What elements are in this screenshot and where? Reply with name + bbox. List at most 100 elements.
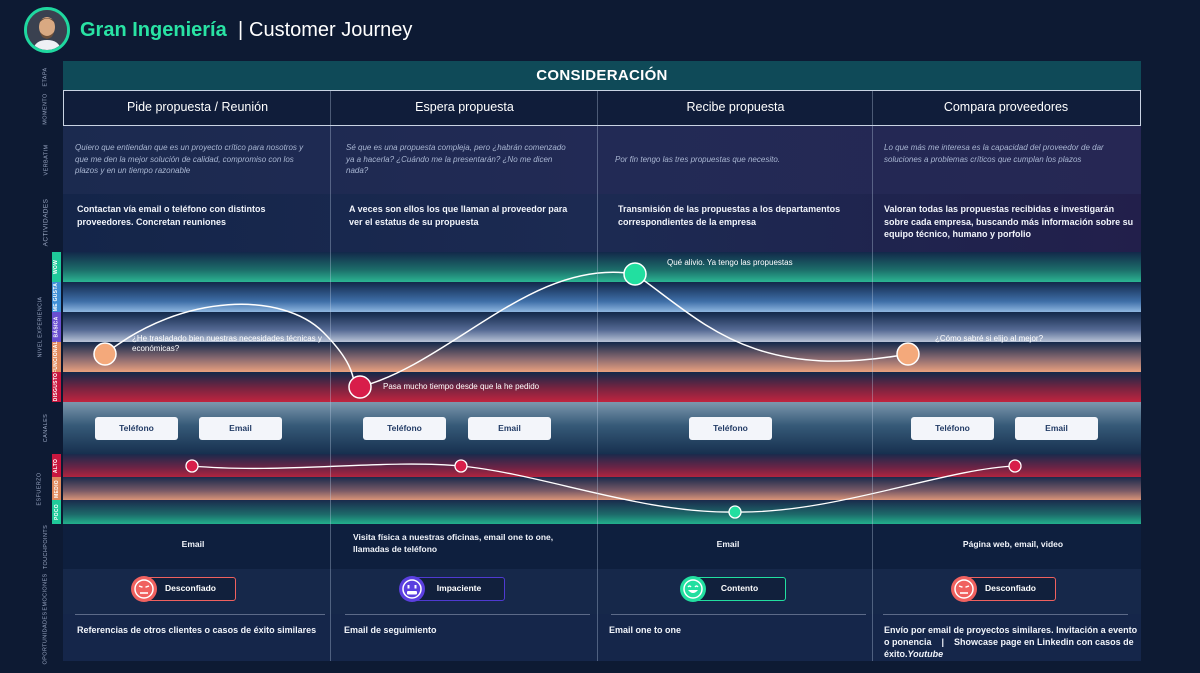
effort-band-poco bbox=[63, 500, 1141, 524]
opportunity-text: Email de seguimiento bbox=[344, 625, 437, 635]
column-divider bbox=[872, 90, 873, 661]
effort-point bbox=[454, 459, 468, 473]
divider bbox=[75, 614, 325, 615]
effort-point bbox=[1008, 459, 1022, 473]
emotion-badge: Contento bbox=[693, 577, 786, 601]
band-basica bbox=[63, 312, 1141, 342]
activity-text: Contactan vía email o teléfono con disti… bbox=[77, 204, 266, 227]
verbatim-quote: Sé que es una propuesta compleja, pero ¿… bbox=[346, 143, 566, 175]
level-wow: WOW bbox=[52, 252, 61, 282]
channel-chip[interactable]: Email bbox=[468, 417, 551, 440]
verbatim-quote: Quiero que entiendan que es un proyecto … bbox=[75, 143, 304, 175]
emotion-badge: Desconfiado bbox=[145, 577, 236, 601]
experience-point bbox=[896, 342, 920, 366]
side-label-momento: MOMENTO bbox=[43, 93, 50, 125]
effort-line bbox=[191, 463, 1016, 513]
emotion-badge: Impaciente bbox=[413, 577, 505, 601]
emotions-row: Desconfiado Impaciente Contento Desconfi… bbox=[63, 569, 1141, 614]
avatar bbox=[24, 7, 70, 53]
band-funcional bbox=[63, 342, 1141, 372]
brand-title: Gran Ingeniería bbox=[80, 19, 227, 41]
journey-panel: CONSIDERACIÓN Pide propuesta / Reunión E… bbox=[63, 61, 1141, 661]
level-funcional: FUNCIONAL bbox=[52, 340, 61, 374]
person-icon bbox=[27, 10, 67, 50]
band-disgusto bbox=[63, 372, 1141, 402]
channel-chip[interactable]: Teléfono bbox=[689, 417, 772, 440]
distrust-face-icon bbox=[131, 576, 157, 602]
channel-chip[interactable]: Teléfono bbox=[911, 417, 994, 440]
side-label-touchpoints: TOUCHPOINTS bbox=[43, 524, 49, 569]
band-me-gusta bbox=[63, 282, 1141, 312]
column-divider bbox=[330, 90, 331, 661]
channel-chip[interactable]: Email bbox=[1015, 417, 1098, 440]
happy-face-icon bbox=[680, 576, 706, 602]
divider bbox=[883, 614, 1128, 615]
activity-text: Transmisión de las propuestas a los depa… bbox=[618, 204, 841, 227]
stage-title: CONSIDERACIÓN bbox=[63, 61, 1141, 90]
effort-curve bbox=[185, 459, 1022, 519]
level-disgusto: DISGUSTO bbox=[52, 372, 61, 402]
verbatim-quote: Lo que más me interesa es la capacidad d… bbox=[884, 143, 1104, 164]
activity-text: A veces son ellos los que llaman al prov… bbox=[349, 204, 568, 227]
title-separator: | bbox=[238, 19, 244, 41]
opportunity-text: Envío por email de proyectos similares. … bbox=[884, 625, 1140, 659]
experience-chart: ¿He trasladado bien nuestras necesidades… bbox=[63, 252, 1141, 402]
experience-point bbox=[348, 375, 372, 399]
level-basica: BÁSICA bbox=[52, 312, 61, 342]
phase-title: Recibe propuesta bbox=[686, 100, 785, 114]
side-label-emociones: EMOCIONES bbox=[43, 572, 49, 611]
touchpoint-text: Email bbox=[716, 539, 740, 549]
activities-row: Contactan vía email o teléfono con disti… bbox=[63, 194, 1141, 252]
divider bbox=[345, 614, 590, 615]
opportunity-text: Referencias de otros clientes o casos de… bbox=[77, 625, 317, 635]
phase-title: Compara proveedores bbox=[943, 100, 1069, 114]
side-label-esfuerzo: ESFUERZO bbox=[37, 472, 43, 506]
opportunity-text: Email one to one bbox=[609, 625, 682, 635]
band-wow bbox=[63, 252, 1141, 282]
phase-row: Pide propuesta / Reunión Espera propuest… bbox=[63, 90, 1141, 126]
experience-note: Qué alivio. Ya tengo las propuestas bbox=[667, 258, 793, 267]
divider bbox=[611, 614, 866, 615]
side-label-verbatim: VERBATIM bbox=[43, 144, 50, 176]
channels-row: Teléfono Email Teléfono Email Teléfono T… bbox=[63, 402, 1141, 454]
page-subtitle: Customer Journey bbox=[249, 19, 413, 41]
experience-curve bbox=[93, 262, 920, 399]
touchpoint-text: Página web, email, video bbox=[962, 539, 1064, 549]
experience-line bbox=[104, 271, 909, 388]
column-divider bbox=[597, 90, 598, 661]
activity-text: Valoran todas las propuestas recibidas e… bbox=[884, 204, 1134, 239]
distrust-face-icon bbox=[951, 576, 977, 602]
side-label-actividades: ACTIVIDADES bbox=[42, 198, 50, 246]
verbatim-quote: Por fin tengo las tres propuestas que ne… bbox=[615, 155, 780, 164]
verbatim-row: Quiero que entiendan que es un proyecto … bbox=[63, 126, 1141, 194]
side-label-canales: CANALES bbox=[43, 413, 50, 443]
experience-point bbox=[93, 342, 117, 366]
header: Gran Ingeniería | Customer Journey bbox=[0, 0, 1200, 62]
impatient-face-icon bbox=[399, 576, 425, 602]
side-label-etapa: ETAPA bbox=[43, 66, 49, 87]
channel-chip[interactable]: Email bbox=[199, 417, 282, 440]
experience-note: ¿Cómo sabré si elijo al mejor? bbox=[935, 334, 1044, 343]
experience-note: Pasa mucho tiempo desde que la he pedido bbox=[383, 382, 540, 391]
channel-chip[interactable]: Teléfono bbox=[95, 417, 178, 440]
effort-point bbox=[728, 505, 742, 519]
effort-poco: POCO bbox=[52, 500, 61, 524]
touchpoint-text: Visita física a nuestras oficinas, email… bbox=[353, 532, 554, 554]
effort-alto: ALTO bbox=[52, 454, 61, 477]
touchpoints-row: Email Visita física a nuestras oficinas,… bbox=[63, 524, 1141, 569]
side-label-nivel-experiencia: NIVEL EXPERIENCIA bbox=[37, 296, 44, 358]
emotion-badge: Desconfiado bbox=[965, 577, 1056, 601]
effort-point bbox=[185, 459, 199, 473]
effort-band-alto bbox=[63, 454, 1141, 477]
experience-note: ¿He trasladado bien nuestras necesidades… bbox=[132, 334, 322, 353]
touchpoint-text: Email bbox=[181, 539, 205, 549]
opportunities-row: Referencias de otros clientes o casos de… bbox=[63, 614, 1141, 661]
side-label-oportunidades: OPORTUNIDADES bbox=[43, 610, 50, 665]
effort-chart bbox=[63, 454, 1141, 524]
phase-title: Espera propuesta bbox=[415, 100, 514, 114]
channel-chip[interactable]: Teléfono bbox=[363, 417, 446, 440]
level-me-gusta: ME GUSTA bbox=[52, 282, 61, 312]
experience-point bbox=[623, 262, 647, 286]
effort-medio: MEDIO bbox=[52, 477, 61, 500]
phase-title: Pide propuesta / Reunión bbox=[126, 100, 269, 114]
